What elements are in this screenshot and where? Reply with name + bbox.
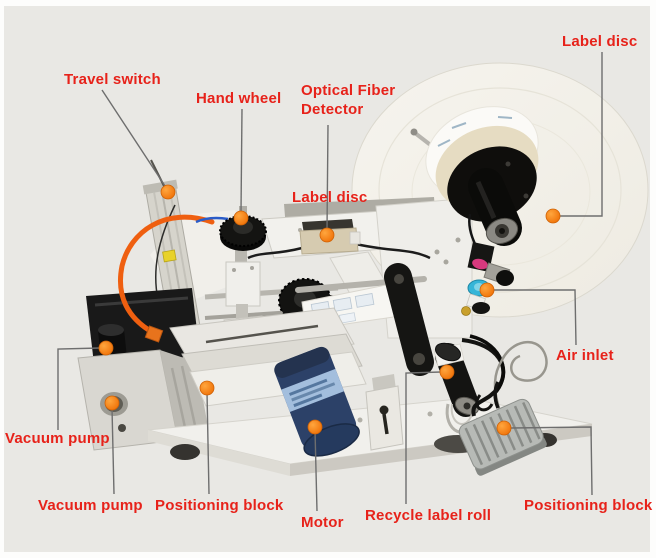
- spindle-shape: [447, 146, 537, 246]
- annotation-air-inlet: Air inlet: [556, 347, 614, 364]
- tube-fitting: [144, 325, 164, 343]
- callout-dot-positioning-block-left: [199, 380, 215, 396]
- annotation-travel-switch: Travel switch: [64, 71, 161, 88]
- callout-dot-positioning-block-right: [496, 420, 512, 436]
- warning-sticker: [162, 249, 177, 263]
- callout-dot-hand-wheel: [233, 210, 249, 226]
- air-inlet-assembly: [461, 213, 514, 316]
- callout-dot-air-inlet: [479, 282, 495, 298]
- air-tube: [118, 214, 215, 335]
- leader-line-positioning-block-right: [510, 426, 593, 496]
- annotation-positioning-block-right: Positioning block: [524, 497, 653, 514]
- annotation-positioning-block-left: Positioning block: [155, 497, 284, 514]
- blue-wire: [195, 216, 229, 224]
- cables: [461, 334, 548, 417]
- leader-line-air-inlet: [494, 289, 577, 346]
- annotation-optical-fiber-detector: Optical Fiber Detector: [301, 82, 396, 118]
- leader-line-positioning-block-left: [206, 391, 210, 495]
- callout-dot-optical-fiber-detector: [319, 227, 335, 243]
- callout-dot-vacuum-pump-upper: [98, 340, 114, 356]
- callout-dot-vacuum-pump-lower: [104, 395, 120, 411]
- motor-shape: [274, 346, 360, 457]
- leader-line-vacuum-pump-upper: [57, 347, 101, 430]
- annotation-recycle-label-roll: Recycle label roll: [365, 507, 492, 524]
- leader-line-motor: [314, 429, 318, 512]
- clamp-bracket-shape: [365, 374, 404, 451]
- callout-dot-label-disc: [545, 208, 561, 224]
- callout-dots: [98, 184, 561, 436]
- annotation-hand-wheel: Hand wheel: [196, 90, 282, 107]
- callout-dot-travel-switch: [160, 184, 176, 200]
- callout-dot-recycle-label-roll: [439, 364, 455, 380]
- leader-line-recycle-label-roll: [405, 371, 442, 504]
- annotation-vacuum-pump-lower: Vacuum pump: [38, 497, 143, 514]
- leader-line-hand-wheel: [240, 108, 243, 213]
- recycle-label-roll-shape: [433, 342, 480, 434]
- leader-line-optical-fiber-detector: [326, 124, 329, 231]
- leader-lines: [57, 52, 603, 512]
- leader-line-label-disc: [560, 52, 603, 217]
- annotation-vacuum-pump-upper: Vacuum pump: [5, 430, 110, 447]
- callout-dot-motor: [307, 419, 323, 435]
- annotation-label-disc-mid: Label disc: [292, 189, 368, 206]
- leader-line-travel-switch: [101, 89, 168, 190]
- hand-wheel-shape: [219, 206, 267, 251]
- annotation-label-disc-top: Label disc: [562, 33, 638, 50]
- leader-line-vacuum-pump-lower: [111, 407, 115, 495]
- annotation-motor: Motor: [301, 514, 344, 531]
